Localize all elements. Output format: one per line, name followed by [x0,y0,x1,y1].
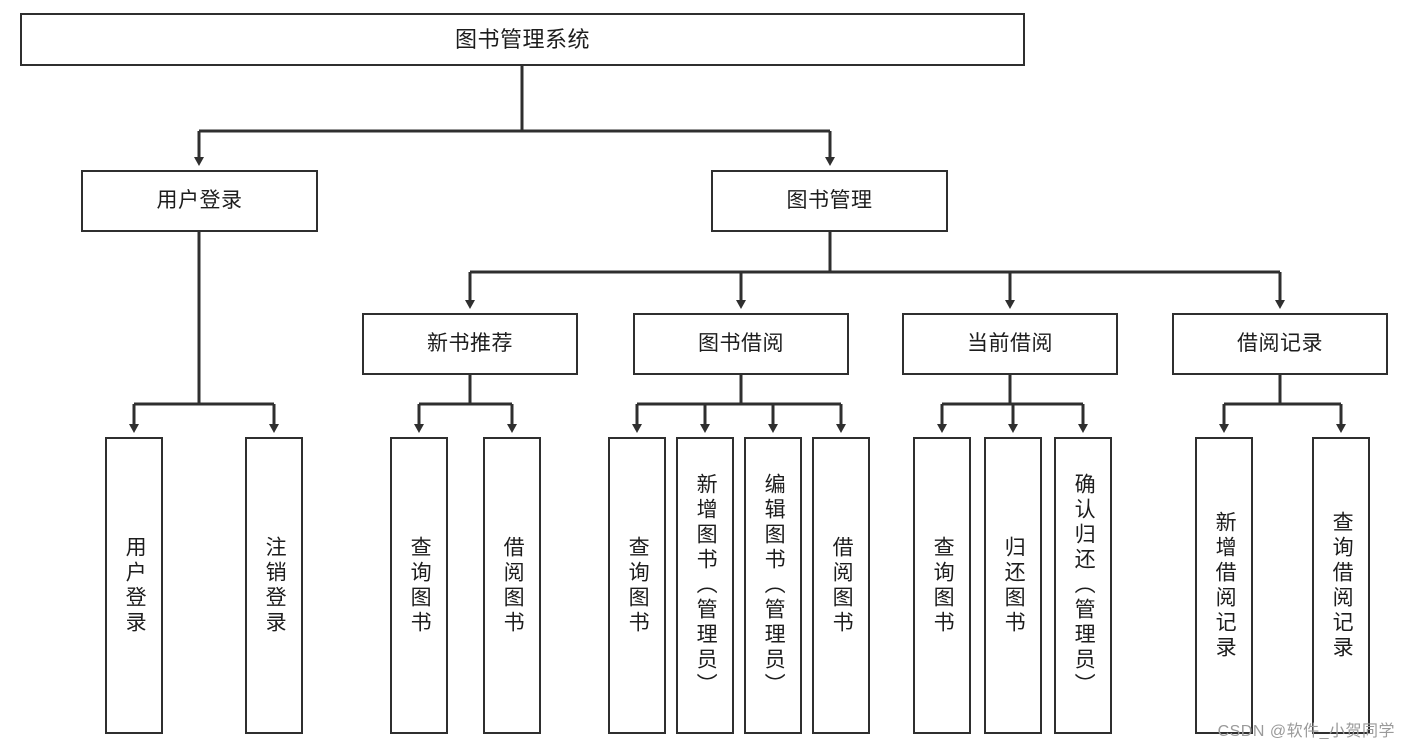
leaf-recommend-borrow-book[interactable]: 借阅图书 [483,437,541,734]
leaf-recommend-query-book[interactable]: 查询图书 [390,437,448,734]
node-label: 图书管理系统 [454,26,590,52]
leaf-borrow-borrow-book[interactable]: 借阅图书 [812,437,870,734]
node-label: 用户登录 [156,188,243,212]
node-label: 借阅图书 [501,535,525,636]
node-label: 用户登录 [123,535,147,636]
node-label: 确认归还（管理员） [1072,473,1096,698]
leaf-record-query-record[interactable]: 查询借阅记录 [1312,437,1370,734]
node-label: 查询图书 [931,535,955,636]
node-label: 归还图书 [1002,535,1026,636]
leaf-user-login-logout[interactable]: 注销登录 [245,437,303,734]
node-book-borrow[interactable]: 图书借阅 [633,313,849,375]
leaf-current-confirm-return-admin[interactable]: 确认归还（管理员） [1054,437,1112,734]
node-label: 新增借阅记录 [1213,510,1237,661]
node-label: 新增图书（管理员） [694,473,718,698]
leaf-borrow-query-book[interactable]: 查询图书 [608,437,666,734]
node-borrow-record[interactable]: 借阅记录 [1172,313,1388,375]
node-label: 新书推荐 [427,331,513,355]
node-root-library-system[interactable]: 图书管理系统 [20,13,1025,66]
node-label: 查询图书 [408,535,432,636]
leaf-borrow-edit-book-admin[interactable]: 编辑图书（管理员） [744,437,802,734]
leaf-record-add-record[interactable]: 新增借阅记录 [1195,437,1253,734]
leaf-current-query-book[interactable]: 查询图书 [913,437,971,734]
node-label: 查询借阅记录 [1330,510,1354,661]
node-label: 注销登录 [263,535,287,636]
node-label: 借阅图书 [830,535,854,636]
leaf-borrow-add-book-admin[interactable]: 新增图书（管理员） [676,437,734,734]
leaf-user-login-login[interactable]: 用户登录 [105,437,163,734]
node-user-login[interactable]: 用户登录 [81,170,318,232]
node-book-management[interactable]: 图书管理 [711,170,948,232]
node-label: 借阅记录 [1237,331,1323,355]
watermark: CSDN @软件_小贺同学 [1217,723,1395,740]
node-label: 图书借阅 [698,331,784,355]
node-label: 图书管理 [786,188,873,212]
leaf-current-return-book[interactable]: 归还图书 [984,437,1042,734]
node-label: 查询图书 [626,535,650,636]
node-new-book-recommend[interactable]: 新书推荐 [362,313,578,375]
node-label: 当前借阅 [967,331,1053,355]
node-current-borrow[interactable]: 当前借阅 [902,313,1118,375]
node-label: 编辑图书（管理员） [762,473,786,698]
